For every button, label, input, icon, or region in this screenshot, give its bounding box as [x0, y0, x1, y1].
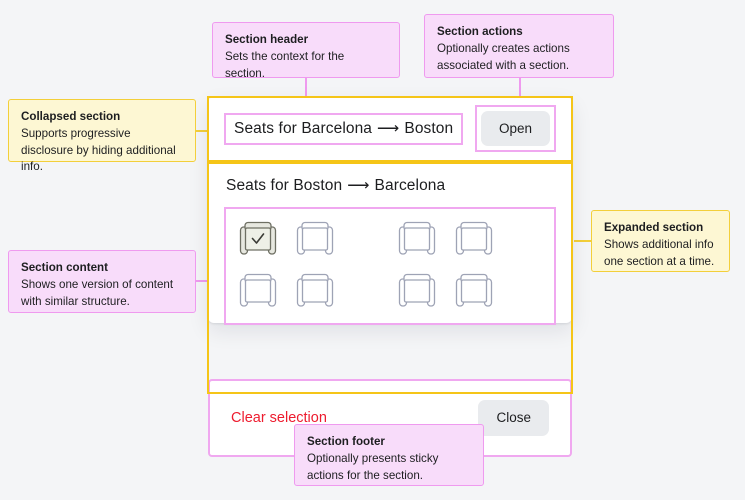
seat-6[interactable] [293, 271, 337, 312]
callout-title: Collapsed section [21, 110, 121, 123]
callout-section-content: Section content Shows one version of con… [8, 250, 196, 313]
clear-selection-button[interactable]: Clear selection [231, 410, 327, 426]
callout-body: Shows additional info one section at a t… [604, 238, 715, 268]
callout-title: Section header [225, 33, 309, 46]
arrow-right-icon: ⟶ [347, 177, 370, 195]
close-button[interactable]: Close [478, 400, 549, 436]
seats-card: Seats for Barcelona ⟶ Boston Open Seats … [208, 97, 572, 457]
collapsed-section-title: Seats for Barcelona ⟶ Boston [234, 120, 453, 138]
callout-title: Section actions [437, 25, 523, 38]
seat-8[interactable] [452, 271, 496, 312]
expanded-section: Seats for Boston ⟶ Barcelona [208, 161, 572, 457]
seat-4[interactable] [452, 219, 496, 260]
seat-3[interactable] [395, 219, 439, 260]
callout-expanded-section: Expanded section Shows additional info o… [591, 210, 730, 272]
callout-title: Expanded section [604, 221, 704, 234]
collapsed-section-actions: Open [474, 104, 557, 153]
seat-1[interactable] [236, 219, 280, 260]
connector-collapsed-section [196, 130, 209, 132]
callout-title: Section footer [307, 435, 385, 448]
callout-body: Optionally creates actions associated wi… [437, 42, 570, 72]
seat-7[interactable] [395, 271, 439, 312]
callout-body: Optionally presents sticky actions for t… [307, 452, 439, 482]
callout-body: Shows one version of content with simila… [21, 278, 174, 308]
arrow-right-icon: ⟶ [377, 119, 400, 137]
callout-collapsed-section: Collapsed section Supports progressive d… [8, 99, 196, 173]
open-button[interactable]: Open [480, 110, 550, 147]
collapsed-title-text: Seats for Barcelona [234, 119, 373, 137]
seat-grid [236, 217, 544, 313]
connector-section-actions [519, 78, 521, 106]
expanded-section-header: Seats for Boston ⟶ Barcelona [226, 177, 554, 195]
callout-title: Section content [21, 261, 108, 274]
callout-section-header: Section header Sets the context for the … [212, 22, 400, 80]
connector-section-header [305, 78, 307, 100]
collapsed-section: Seats for Barcelona ⟶ Boston Open [208, 97, 572, 161]
connector-expanded-section [574, 240, 592, 242]
callout-section-footer: Section footer Optionally presents stick… [294, 424, 484, 486]
callout-section-actions: Section actions Optionally creates actio… [424, 14, 614, 78]
expanded-section-title: Seats for Boston ⟶ Barcelona [226, 177, 445, 195]
section-content [224, 207, 556, 325]
expanded-title-destination: Barcelona [374, 177, 446, 194]
seat-2[interactable] [293, 219, 337, 260]
collapsed-title-destination: Boston [404, 119, 454, 137]
expanded-title-text: Seats for Boston [226, 177, 343, 194]
seat-5[interactable] [236, 271, 280, 312]
callout-body: Supports progressive disclosure by hidin… [21, 127, 176, 174]
collapsed-section-header: Seats for Barcelona ⟶ Boston [223, 112, 464, 145]
callout-body: Sets the context for the section. [225, 50, 345, 80]
